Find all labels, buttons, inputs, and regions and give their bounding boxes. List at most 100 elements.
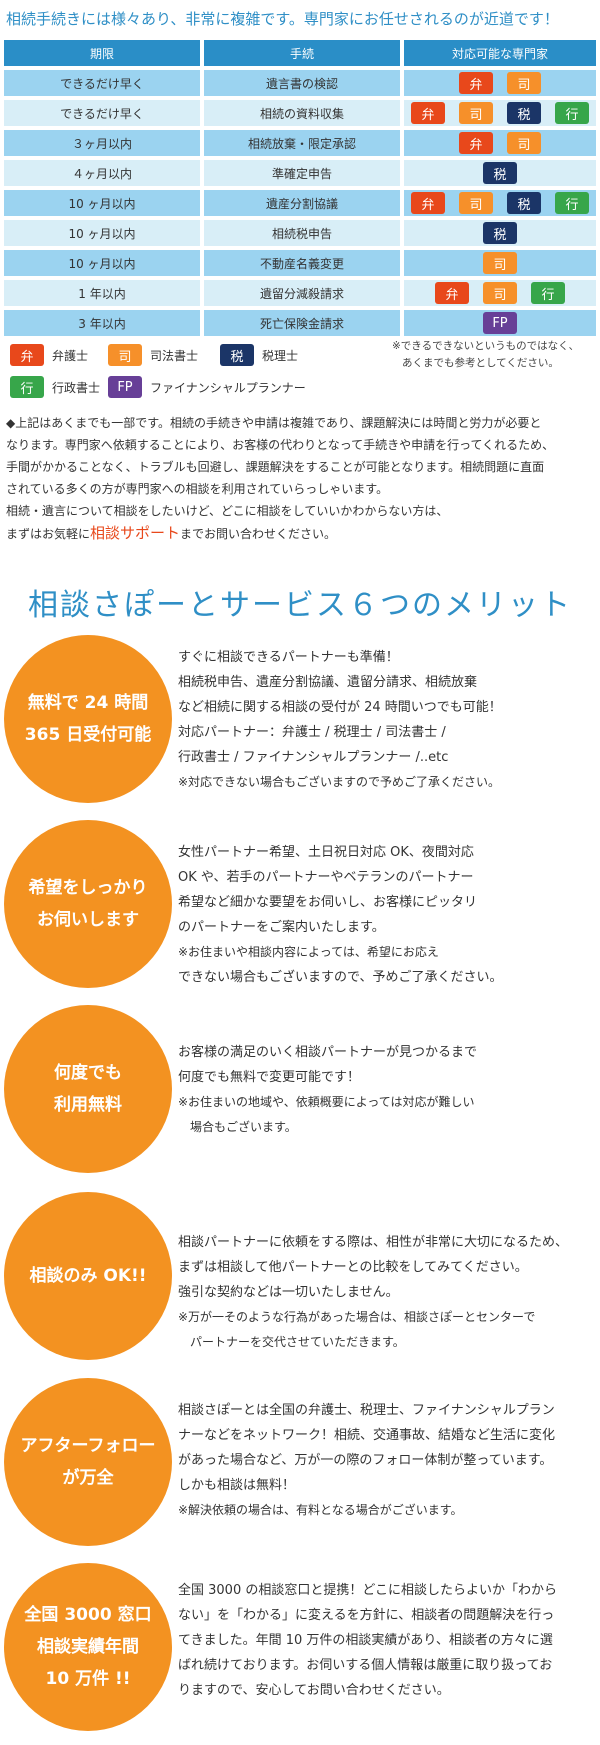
merit-line: まずは相談して他パートナーとの比較をしてみてください。: [178, 1260, 528, 1275]
cell-experts: 弁司: [404, 130, 596, 156]
lawyer-badge: 弁: [459, 132, 493, 154]
merit-line: 何度でも無料で変更可能です！: [178, 1070, 361, 1085]
merit-circle-text: 相談のみ OK!!: [29, 1266, 147, 1286]
table-row: ４ヶ月以内準確定申告税: [4, 160, 596, 186]
table-row: 10 ヶ月以内遺産分割協議弁司税行: [4, 190, 596, 216]
merit-line: 希望など細かな要望をお伺いし、お客様にピッタリ: [178, 895, 478, 910]
legend-label: 行政書士: [52, 380, 101, 395]
legend-item-admin-scrivener: 行 行政書士: [10, 376, 100, 398]
scrivener-badge: 司: [459, 102, 493, 124]
legend-note-line: ※できるできないというものではなく、: [392, 340, 580, 352]
legend-item-financial-planner: FP ファイナンシャルプランナー: [108, 376, 306, 398]
cell-deadline: できるだけ早く: [4, 100, 200, 126]
merit-line: 全国 3000 の相談窓口と提携！どこに相談したらよいか「わから: [178, 1583, 557, 1598]
merit-line: ※対応できない場合もございますので予めご了承ください。: [178, 775, 501, 789]
legend-item-lawyer: 弁 弁護士: [10, 344, 88, 366]
merit-line: できない場合もございますので、予めご了承ください。: [178, 970, 503, 985]
merit-circle-text: 利用無料: [54, 1095, 122, 1115]
cell-experts: 税: [404, 220, 596, 246]
cell-deadline: 10 ヶ月以内: [4, 220, 200, 246]
cell-procedure: 相続の資料収集: [204, 100, 400, 126]
legend-item-scrivener: 司 司法書士: [108, 344, 198, 366]
lawyer-badge: 弁: [459, 72, 493, 94]
scrivener-badge: 司: [459, 192, 493, 214]
scrivener-badge: 司: [108, 344, 142, 366]
merit-line: しかも相談は無料！: [178, 1478, 296, 1493]
scrivener-badge: 司: [483, 252, 517, 274]
table-row: 1 年以内遺留分減殺請求弁司行: [4, 280, 596, 306]
merit-line: OK や、若手のパートナーやベテランのパートナー: [178, 870, 474, 885]
table-row: 3 年以内死亡保険金請求 FP: [4, 310, 596, 336]
tax-accountant-badge: 税: [507, 102, 541, 124]
merit-circle: 希望をしっかりお伺いします: [4, 820, 172, 988]
merit-line: ※万が一そのような行為があった場合は、相談さぽーとセンターで: [178, 1310, 536, 1324]
merit-line: 場合もございます。: [178, 1120, 297, 1134]
cell-deadline: 1 年以内: [4, 280, 200, 306]
merit-circle-text: お伺いします: [37, 910, 139, 930]
intro-line: 相続・遺言について相談をしたいけど、どこに相談をしていいかわからない方は、: [6, 504, 449, 518]
cell-procedure: 遺産分割協議: [204, 190, 400, 216]
merit-line: ※お住まいの地域や、依頼概要によっては対応が難しい: [178, 1095, 475, 1109]
cell-procedure: 死亡保険金請求: [204, 310, 400, 336]
expert-legend: 弁 弁護士 司 司法書士 税 税理士 行 行政書士 FP ファイナンシャルプラン…: [0, 336, 600, 406]
cell-experts: FP: [404, 310, 596, 336]
tax-accountant-badge: 税: [507, 192, 541, 214]
merit-circle: 相談のみ OK!!: [4, 1192, 172, 1360]
merit-line: すぐに相談できるパートナーも準備！: [178, 650, 399, 665]
legend-label: 司法書士: [150, 348, 199, 363]
merit-line: ※お住まいや相談内容によっては、希望にお応え: [178, 945, 439, 959]
lawyer-badge: 弁: [411, 192, 445, 214]
merit-line: 強引な契約などは一切いたしません。: [178, 1285, 399, 1300]
cell-experts: 弁司: [404, 70, 596, 96]
legend-item-tax-accountant: 税 税理士: [220, 344, 298, 366]
merit-description: 全国 3000 の相談窓口と提携！どこに相談したらよいか「わからない」を「わかる…: [178, 1578, 598, 1703]
lawyer-badge: 弁: [10, 344, 44, 366]
merit-line: 相談パートナーに依頼をする際は、相性が非常に大切になるため、: [178, 1235, 569, 1250]
merit-line: ナーなどをネットワーク！相続、交通事故、結婚など生活に変化: [178, 1428, 556, 1443]
merit-description: 相談パートナーに依頼をする際は、相性が非常に大切になるため、まずは相談して他パー…: [178, 1230, 598, 1355]
cell-deadline: 10 ヶ月以内: [4, 250, 200, 276]
merit-line: のパートナーをご案内いたします。: [178, 920, 385, 935]
table-row: ３ヶ月以内相続放棄・限定承認弁司: [4, 130, 596, 156]
cell-experts: 弁司行: [404, 280, 596, 306]
table-header-row: 期限 手続 対応可能な専門家: [4, 40, 596, 66]
admin-scrivener-badge: 行: [531, 282, 565, 304]
cell-experts: 司: [404, 250, 596, 276]
merit-circle: アフターフォローが万全: [4, 1378, 172, 1546]
consult-support-link[interactable]: 相談サポート: [90, 524, 181, 542]
admin-scrivener-badge: 行: [555, 192, 589, 214]
cell-procedure: 相続放棄・限定承認: [204, 130, 400, 156]
scrivener-badge: 司: [507, 72, 541, 94]
cell-deadline: 3 年以内: [4, 310, 200, 336]
legend-label: 税理士: [262, 348, 299, 363]
cell-deadline: 10 ヶ月以内: [4, 190, 200, 216]
intro-line-last: まずはお気軽に相談サポートまでお問い合わせください。: [6, 522, 596, 545]
merit-line: てきました。年間 10 万件の相談実績があり、相談者の方々に選: [178, 1633, 553, 1648]
merit-line: お客様の満足のいく相談パートナーが見つかるまで: [178, 1045, 478, 1060]
tax-accountant-badge: 税: [483, 222, 517, 244]
merit-description: お客様の満足のいく相談パートナーが見つかるまで何度でも無料で変更可能です！ ※お住…: [178, 1040, 598, 1140]
legend-note-line: あくまでも参考としてください。: [402, 357, 559, 369]
scrivener-badge: 司: [507, 132, 541, 154]
merit-line: 行政書士 / ファイナンシャルプランナー /..etc: [178, 750, 449, 765]
intro-line: 手間がかかることなく、トラブルも回避し、課題解決をすることが可能となります。相続…: [6, 460, 545, 474]
merit-circle-text: 無料で 24 時間: [27, 693, 149, 713]
financial-planner-badge: FP: [483, 312, 517, 334]
tax-accountant-badge: 税: [220, 344, 254, 366]
merit-line: 対応パートナー：弁護士 / 税理士 / 司法書士 /: [178, 725, 446, 740]
merit-line: パートナーを交代させていただきます。: [178, 1335, 405, 1349]
lawyer-badge: 弁: [435, 282, 469, 304]
merit-circle-text: が万全: [62, 1468, 114, 1488]
merit-circle-text: 何度でも: [54, 1063, 122, 1083]
cell-procedure: 相続税申告: [204, 220, 400, 246]
merit-description: 相談さぽーとは全国の弁護士、税理士、ファイナンシャルプランナーなどをネットワーク…: [178, 1398, 598, 1523]
merit-line: りますので、安心してお問い合わせください。: [178, 1683, 450, 1698]
legend-label: 弁護士: [52, 348, 89, 363]
table-row: 10 ヶ月以内相続税申告 税: [4, 220, 596, 246]
intro-prefix: まずはお気軽に: [6, 527, 91, 541]
cell-procedure: 遺留分減殺請求: [204, 280, 400, 306]
cell-procedure: 準確定申告: [204, 160, 400, 186]
table-row: できるだけ早く相続の資料収集弁司税行: [4, 100, 596, 126]
